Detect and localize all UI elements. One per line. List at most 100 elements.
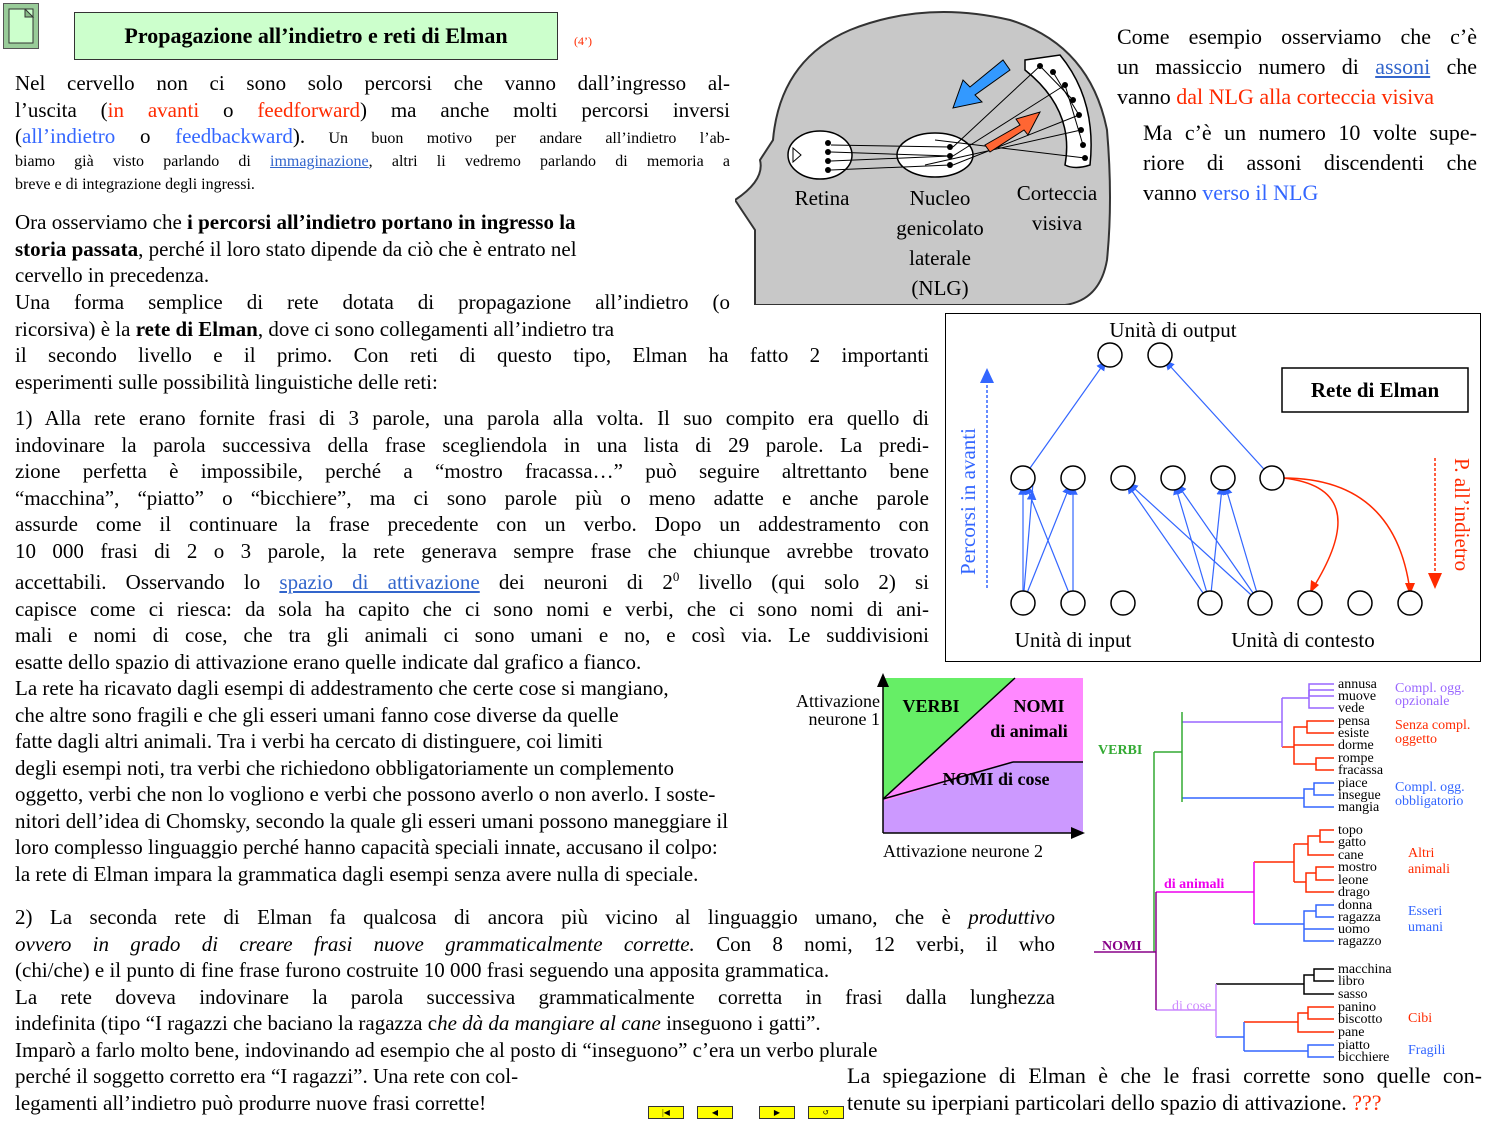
svg-text:VERBI: VERBI <box>902 696 959 716</box>
context-node <box>1247 590 1273 616</box>
backward-connections <box>1282 477 1411 592</box>
svg-text:Compl. ogg.: Compl. ogg. <box>1395 681 1465 696</box>
descending-arrow <box>952 59 1011 109</box>
elman-network-diagram: Unità di output Rete di Elman Percorsi i… <box>956 318 1474 652</box>
previous-slide-button[interactable]: ◀ <box>697 1106 733 1119</box>
page-title: Propagazione all’indietro e reti di Elma… <box>74 12 558 60</box>
elman-network-box <box>945 313 1481 662</box>
input-label: Unità di input <box>1015 628 1132 652</box>
assoni-link[interactable]: assoni <box>1375 54 1431 79</box>
svg-text:neurone 1: neurone 1 <box>809 709 880 729</box>
svg-text:Cibi: Cibi <box>1408 1011 1432 1026</box>
first-slide-button[interactable]: |◀ <box>648 1106 684 1119</box>
input-node <box>1110 590 1136 616</box>
tree-word: muove <box>1338 689 1376 704</box>
right-top-text: Come esempio osserviamo che c’è un massi… <box>1117 24 1477 109</box>
tree-word: uomo <box>1338 922 1370 937</box>
context-node <box>1397 590 1423 616</box>
svg-text:umani: umani <box>1408 920 1443 935</box>
svg-text:genicolato: genicolato <box>896 216 983 240</box>
forward-connections <box>1018 354 1273 604</box>
svg-text:Nucleo: Nucleo <box>910 186 971 210</box>
context-node <box>1347 590 1373 616</box>
conclusion: La spiegazione di Elman è che le frasi c… <box>847 1063 1482 1115</box>
tree-word: macchina <box>1338 962 1392 977</box>
experiment-1: 1) Alla rete erano fornite frasi di 3 pa… <box>15 406 930 674</box>
tree-word: sasso <box>1338 987 1368 1002</box>
input-node <box>1010 590 1036 616</box>
network-nodes <box>1010 342 1423 616</box>
svg-text:NOMI di cose: NOMI di cose <box>943 769 1050 789</box>
hidden-node <box>1210 465 1236 491</box>
duration-note: (4’) <box>574 34 592 48</box>
output-node <box>1097 342 1123 368</box>
tree-word: vede <box>1338 701 1364 716</box>
svg-text:animali: animali <box>1408 862 1450 877</box>
history-paragraph: Ora osserviamo che i percorsi all’indiet… <box>15 210 577 287</box>
tree-word: piace <box>1338 776 1368 791</box>
backward-label: P. all’indietro <box>1450 458 1474 571</box>
tree-word: cane <box>1338 848 1364 863</box>
input-node <box>1060 590 1086 616</box>
tree-word: ragazza <box>1338 910 1382 925</box>
tree-word: annusa <box>1338 677 1378 692</box>
document-icon[interactable] <box>3 3 39 49</box>
tree-word: ragazzo <box>1338 934 1382 949</box>
output-node <box>1147 342 1173 368</box>
brain-diagram: Retina Nucleo genicolato laterale (NLG) … <box>735 11 1111 305</box>
tree-word: libro <box>1338 974 1364 989</box>
tree-word: piatto <box>1338 1038 1370 1053</box>
tree-word: fracassa <box>1338 763 1384 778</box>
x-axis-label: Attivazione neurone 2 <box>883 841 1043 861</box>
context-node <box>1197 590 1223 616</box>
tree-word: donna <box>1338 898 1373 913</box>
elman-title: Rete di Elman <box>1311 378 1440 402</box>
tree-word: esiste <box>1338 726 1369 741</box>
tree-word: drago <box>1338 885 1370 900</box>
elman-definition-cont: il secondo livello e il primo. Con reti … <box>15 343 930 394</box>
page-icon <box>8 8 35 44</box>
elman-definition: Una forma semplice di rete dotata di pro… <box>15 290 730 341</box>
hidden-node <box>1060 465 1086 491</box>
svg-text:VERBI: VERBI <box>1098 743 1142 758</box>
svg-text:oggetto: oggetto <box>1395 732 1437 747</box>
svg-text:di animali: di animali <box>1164 877 1224 892</box>
experiment-2: 2) La seconda rete di Elman fa qualcosa … <box>15 905 1055 1115</box>
intro-paragraph: Nel cervello non ci sono solo percorsi c… <box>15 71 730 193</box>
right-top-text-2: Ma c’è un numero 10 volte supe- riore di… <box>1143 120 1477 205</box>
hidden-node <box>1010 465 1036 491</box>
svg-text:di animali: di animali <box>990 721 1068 741</box>
word-cluster-tree: annusamuovevedepensaesistedormerompefrac… <box>1094 677 1470 1065</box>
retina-shape <box>787 130 853 180</box>
svg-text:Attivazione: Attivazione <box>796 691 880 711</box>
hidden-node <box>1259 465 1285 491</box>
hidden-node <box>1160 465 1186 491</box>
context-node <box>1297 590 1323 616</box>
svg-text:visiva: visiva <box>1032 211 1083 235</box>
svg-text:NOMI: NOMI <box>1102 939 1142 954</box>
svg-text:di cose: di cose <box>1172 999 1211 1014</box>
ascending-arrow <box>984 111 1041 153</box>
immaginazione-link[interactable]: immaginazione <box>270 153 369 170</box>
context-label: Unità di contesto <box>1231 628 1374 652</box>
svg-text:(NLG): (NLG) <box>911 276 968 300</box>
tree-word: pane <box>1338 1025 1364 1040</box>
tree-word: panino <box>1338 1000 1376 1015</box>
retina-label: Retina <box>795 186 850 210</box>
next-slide-button[interactable]: ▶ <box>759 1106 795 1119</box>
svg-text:Compl. ogg.: Compl. ogg. <box>1395 780 1465 795</box>
tree-word: bicchiere <box>1338 1050 1389 1065</box>
tree-word: rompe <box>1338 751 1374 766</box>
tree-word: mostro <box>1338 860 1377 875</box>
output-label: Unità di output <box>1109 318 1236 342</box>
svg-text:NOMI: NOMI <box>1014 696 1065 716</box>
svg-text:Fragili: Fragili <box>1408 1043 1445 1058</box>
cortex-shape <box>1024 54 1092 169</box>
svg-text:laterale: laterale <box>909 246 971 270</box>
tree-word: insegue <box>1338 788 1381 803</box>
tree-word: topo <box>1338 823 1363 838</box>
experiment-1-cont: La rete ha ricavato dagli esempi di adde… <box>15 676 729 886</box>
spazio-attivazione-link[interactable]: spazio di attivazione <box>279 570 480 594</box>
elman-title-box <box>1281 367 1469 413</box>
return-button[interactable]: ↺ <box>808 1106 844 1119</box>
